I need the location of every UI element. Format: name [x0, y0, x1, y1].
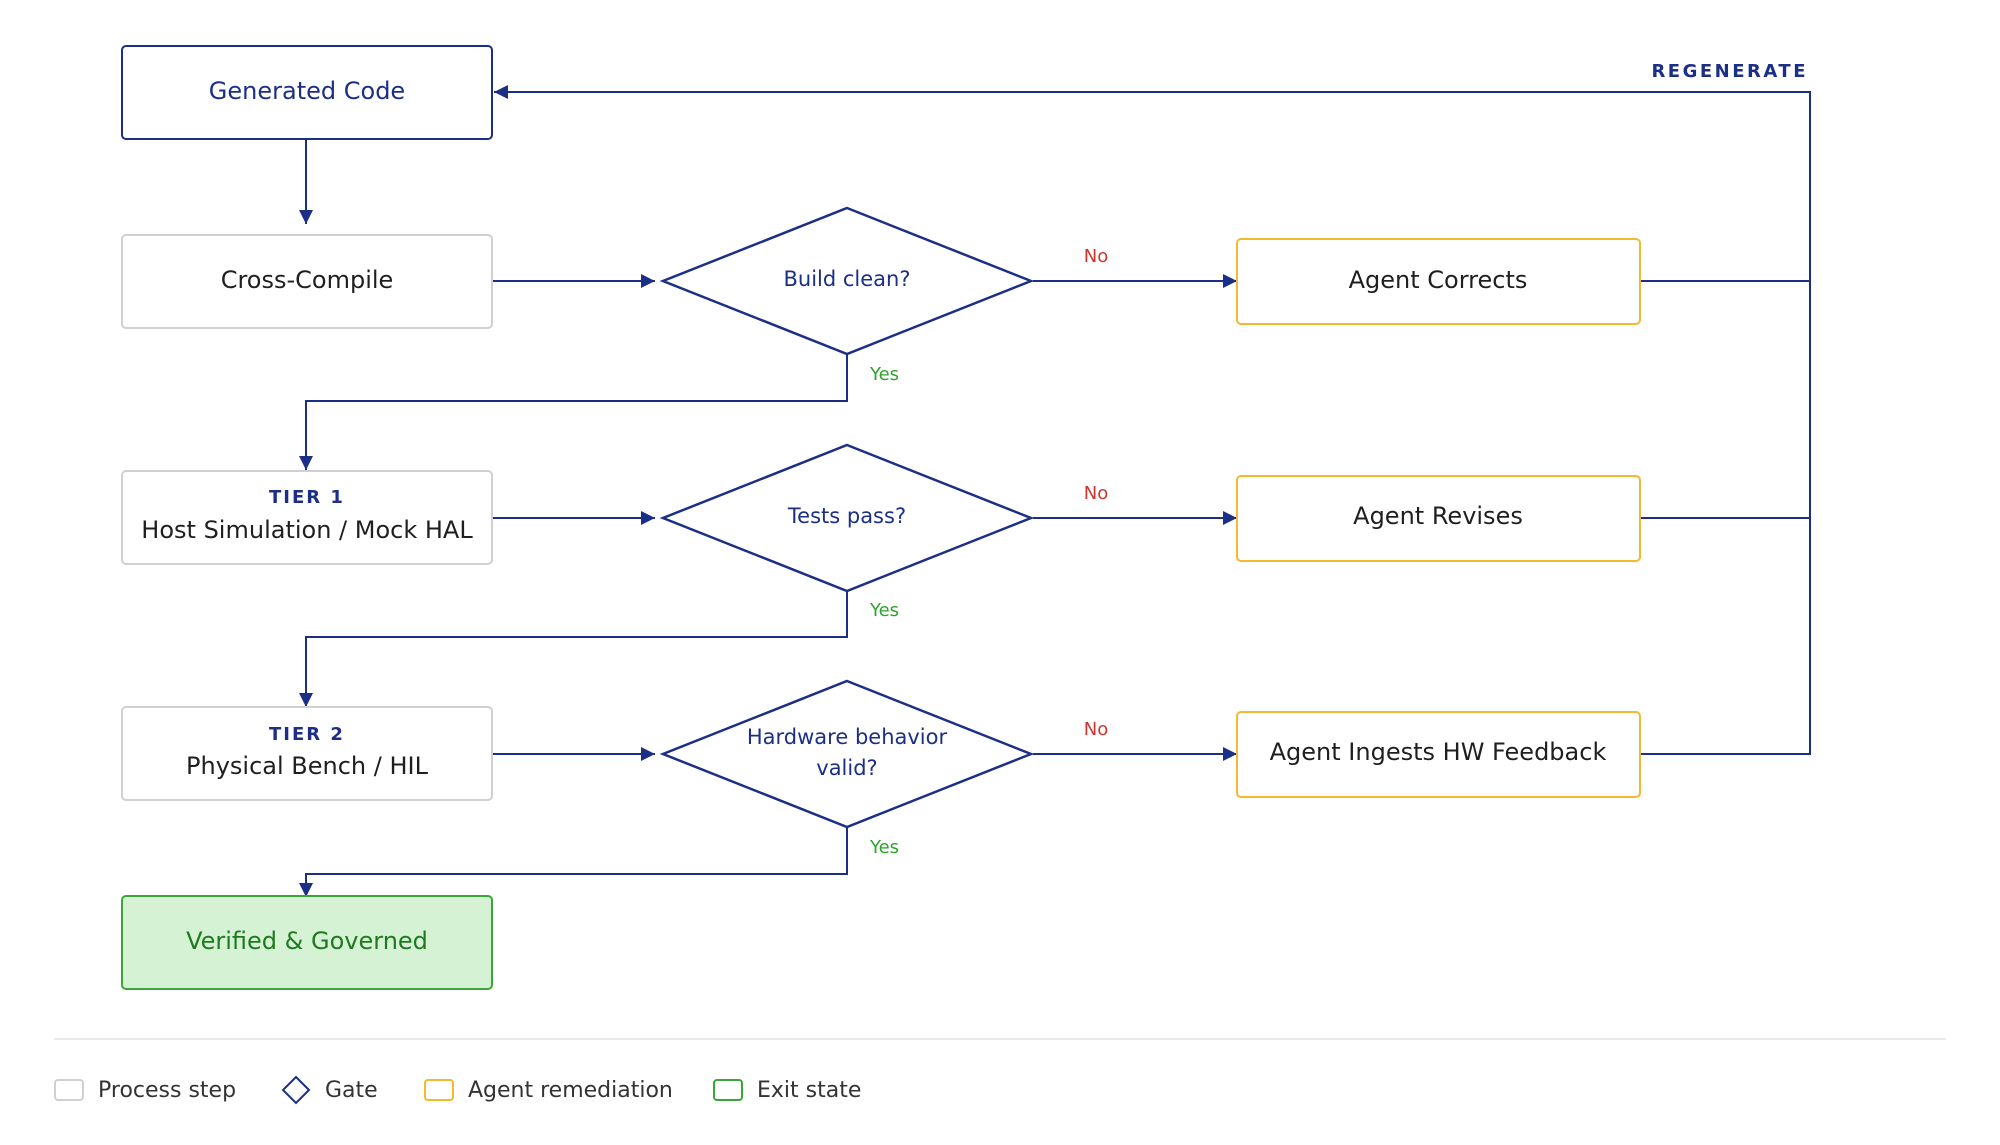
edge-hw-yes [299, 827, 848, 897]
legend-process-swatch [54, 1079, 84, 1101]
legend-agent-label: Agent remediation [468, 1078, 673, 1103]
edge-tests-yes [299, 591, 848, 707]
node-tier1: TIER 1 Host Simulation / Mock HAL [121, 470, 493, 565]
node-cross-compile: Cross-Compile [121, 234, 493, 329]
gate-tests-pass: Tests pass? [659, 443, 1035, 593]
edge-build-yes [299, 354, 848, 470]
tier2-label: TIER 2 [269, 724, 345, 745]
gate-hardware-valid: Hardware behavior valid? [659, 679, 1035, 829]
legend-exit-label: Exit state [757, 1078, 861, 1103]
hardware-label-line2: valid? [816, 756, 877, 780]
hardware-label-line1: Hardware behavior [747, 725, 948, 749]
agent-revises-label: Agent Revises [1353, 502, 1523, 530]
agent-corrects-label: Agent Corrects [1349, 266, 1528, 294]
tests-pass-label: Tests pass? [787, 504, 906, 528]
tests-no-label: No [1084, 483, 1108, 504]
regenerate-label: REGENERATE [1651, 61, 1808, 82]
verified-label: Verified & Governed [186, 927, 428, 955]
tier1-title: Host Simulation / Mock HAL [141, 516, 473, 544]
legend-gate-label: Gate [325, 1078, 378, 1103]
hw-no-label: No [1084, 719, 1108, 740]
generated-code-label: Generated Code [209, 77, 405, 105]
legend: Process step Gate Agent remediation Exit… [54, 1075, 861, 1105]
legend-exit-swatch [713, 1079, 743, 1101]
edge-ingests-to-loop [494, 85, 1811, 755]
node-agent-ingests: Agent Ingests HW Feedback [1236, 711, 1641, 798]
node-verified-governed: Verified & Governed [121, 895, 493, 990]
cross-compile-label: Cross-Compile [221, 266, 394, 294]
node-agent-corrects: Agent Corrects [1236, 238, 1641, 325]
hw-yes-label: Yes [869, 837, 899, 858]
gate-build-clean: Build clean? [659, 206, 1035, 356]
tier1-label: TIER 1 [269, 487, 345, 508]
tests-yes-label: Yes [869, 600, 899, 621]
legend-agent-swatch [424, 1079, 454, 1101]
agent-ingests-label: Agent Ingests HW Feedback [1270, 738, 1607, 766]
legend-gate-swatch [281, 1075, 311, 1105]
build-no-label: No [1084, 246, 1108, 267]
node-agent-revises: Agent Revises [1236, 475, 1641, 562]
build-yes-label: Yes [869, 364, 899, 385]
legend-process-label: Process step [98, 1078, 236, 1103]
build-clean-label: Build clean? [783, 267, 910, 291]
node-tier2: TIER 2 Physical Bench / HIL [121, 706, 493, 801]
tier2-title: Physical Bench / HIL [186, 752, 429, 780]
node-generated-code: Generated Code [121, 45, 493, 140]
